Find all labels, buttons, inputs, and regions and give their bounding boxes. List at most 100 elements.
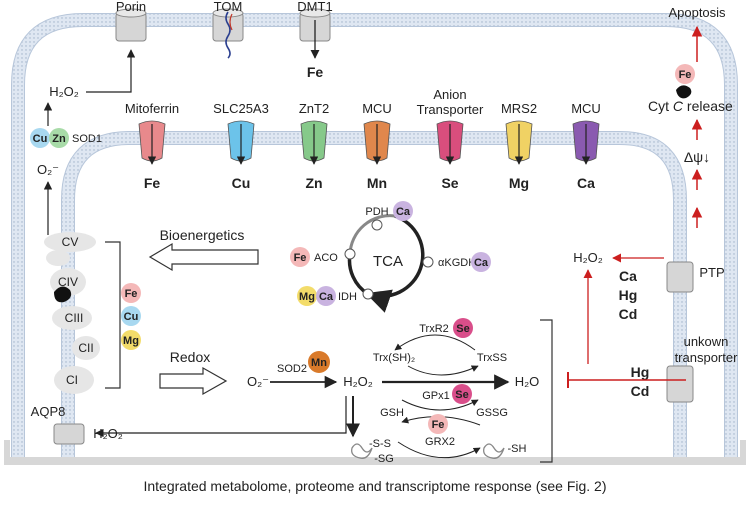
svg-text:Fe: Fe (432, 419, 445, 431)
inner-transporter-ion: Mn (367, 175, 387, 191)
o2-radical-mid: O₂⁻ (247, 374, 269, 389)
dmt1-channel: DMT1 Fe (297, 0, 332, 80)
etc-cofactors: Fe Cu Mg (121, 283, 141, 350)
ptp-label: PTP (699, 265, 724, 280)
delta-psi-label: Δψ↓ (684, 149, 710, 165)
h2o2-mid: H₂O₂ (343, 374, 373, 389)
sod2-label: SOD2 (277, 363, 307, 375)
svg-text:Ca: Ca (319, 291, 334, 303)
redox-chain: O₂⁻ SOD2 Mn H₂O₂ H₂O TrxR2 Se Trx(SH)₂ T… (95, 318, 553, 465)
zn-label: Zn (52, 133, 66, 145)
o2-radical-left: O₂⁻ (37, 162, 59, 177)
inner-transporter-6: MCU Ca (571, 101, 601, 191)
ptp-channel: PTP H₂O₂ Ca Hg Cd (573, 250, 725, 364)
sh-label: -SH (508, 443, 527, 455)
svg-text:Se: Se (456, 323, 469, 335)
grx2-label: GRX2 (425, 436, 455, 448)
svg-text:Cu: Cu (124, 311, 139, 323)
inner-transporter-label: ZnT2 (299, 101, 329, 116)
tca-center-label: TCA (373, 253, 403, 270)
inner-transporter-ion: Mg (509, 175, 529, 191)
redox-arrow: Redox (159, 349, 228, 396)
cu-label: Cu (33, 133, 48, 145)
inner-transporter-label: MCU (362, 101, 392, 116)
akgdh-label: αKGDH (438, 257, 476, 269)
svg-text:Ca: Ca (474, 257, 489, 269)
inner-transporter-label: SLC25A3 (213, 101, 269, 116)
dmt1-label: DMT1 (297, 0, 332, 14)
protein-right-icon (483, 443, 505, 459)
aco-label: ACO (314, 252, 338, 264)
outer-membrane (11, 13, 738, 458)
tca-cycle: TCA PDH Ca Fe ACO αKGDH Ca Mg Ca IDH (290, 201, 491, 313)
fe-cytc-label: Fe (679, 69, 692, 81)
cu-badge (30, 128, 50, 148)
svg-text:Hg: Hg (619, 287, 638, 303)
cyt-c-etc-blob (54, 286, 72, 303)
redox-label: Redox (170, 349, 210, 365)
unknown-transporter: unkown transporter Hg Cd (567, 334, 739, 403)
inner-transporter-ion: Se (441, 175, 458, 191)
aqp8-h2o2-label: H₂O₂ (93, 426, 123, 441)
sod1-label: SOD1 (72, 133, 102, 145)
sod1-pathway: O₂⁻ Cu Zn SOD1 H₂O₂ (30, 49, 136, 235)
svg-text:CIII: CIII (65, 311, 84, 325)
svg-text:CII: CII (78, 341, 93, 355)
svg-text:Mn: Mn (311, 357, 327, 369)
svg-text:Fe: Fe (125, 288, 138, 300)
dmt1-ion-label: Fe (307, 64, 324, 80)
pdh-label: PDH (365, 206, 388, 218)
bottom-baseline (4, 457, 746, 465)
svg-text:Se: Se (455, 389, 468, 401)
cv-complex (44, 232, 96, 252)
aqp8-label: AQP8 (31, 404, 66, 419)
inner-transporter-ion: Cu (232, 175, 251, 191)
cyt-c-blob (676, 85, 692, 99)
idh-label: IDH (338, 291, 357, 303)
trx-sh2-label: Trx(SH)₂ (373, 352, 415, 364)
inner-transporter-label: MCU (571, 101, 601, 116)
h2o-label: H₂O (515, 374, 540, 389)
tom-label: TOM (214, 0, 243, 14)
inner-transporter-ion: Fe (144, 175, 161, 191)
inner-transporter-ion: Ca (577, 175, 595, 191)
inner-transporter-label: Mitoferrin (125, 101, 179, 116)
cii-complex (72, 336, 100, 360)
inner-transporter-ion: Zn (305, 175, 322, 191)
ss-top-label: -S-S (369, 438, 391, 450)
gssg-label: GSSG (476, 407, 508, 419)
zn-badge (49, 128, 69, 148)
gpx1-label: GPx1 (422, 390, 450, 402)
svg-text:Ca: Ca (619, 268, 637, 284)
figure-caption: Integrated metabolome, proteome and tran… (143, 478, 607, 494)
svg-text:Mg: Mg (123, 335, 139, 347)
inner-transporter-label: MRS2 (501, 101, 537, 116)
trxr2-label: TrxR2 (419, 323, 449, 335)
bioenergetics-label: Bioenergetics (160, 227, 245, 243)
svg-text:CI: CI (66, 373, 78, 387)
unknown-line1: unkown (684, 334, 729, 349)
inner-transporter-label-line2: Transporter (417, 102, 484, 117)
gsh-label: GSH (380, 407, 404, 419)
svg-text:Cd: Cd (631, 383, 650, 399)
trxss-label: TrxSS (477, 352, 507, 364)
apoptosis-label: Apoptosis (668, 5, 726, 20)
protein-left-icon (351, 443, 373, 459)
aqp8-channel: AQP8 H₂O₂ (31, 404, 123, 445)
bioenergetics-arrow: Bioenergetics (148, 227, 259, 272)
etc-complexes: CV CIV CIII CII CI (44, 232, 121, 394)
porin-label: Porin (116, 0, 146, 14)
svg-text:CIV: CIV (58, 275, 78, 289)
ci-complex (54, 366, 94, 394)
h2o2-top-left: H₂O₂ (49, 84, 79, 99)
porin-channel: Porin (115, 0, 147, 42)
unknown-line2: transporter (675, 350, 739, 365)
inner-transporter-label-line1: Anion (433, 87, 466, 102)
svg-text:Hg: Hg (631, 364, 650, 380)
